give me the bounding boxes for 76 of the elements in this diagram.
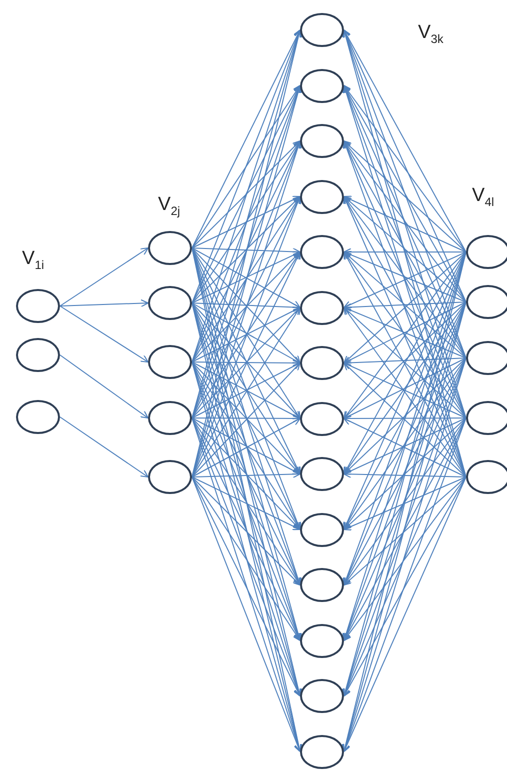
arrow [192,84,301,304]
neuron-circle [300,457,344,491]
arrow [192,140,301,304]
neuron-circle [300,402,344,436]
arrow [343,140,466,358]
neuron-circle [466,235,507,269]
arrow [192,470,301,478]
arrow [343,470,466,478]
arrow [343,476,466,530]
neuron-circle [148,231,192,265]
arrow [343,476,466,697]
layer-label: V$_{2j}$ [158,194,180,218]
neuron-circle [148,460,192,494]
arrow [192,476,302,752]
arrow [192,476,301,586]
neuron-circle [300,679,344,713]
arrow [192,196,301,304]
arrow [343,196,466,358]
arrow [60,416,149,478]
arrow [192,29,302,304]
neuron-circle [300,235,344,269]
neuron-circle [300,568,344,602]
arrow [192,84,301,248]
neuron-circle [148,345,192,379]
arrow [60,247,149,306]
neuron-circle [16,338,60,372]
neuron-circle [300,512,344,546]
arrow [192,140,301,248]
neuron-circle [300,346,344,380]
arrow [343,84,466,252]
neuron-circle [16,289,60,323]
arrow [192,476,301,530]
neuron-circle [300,68,344,102]
neuron-circle [300,13,344,47]
arrow [60,299,149,308]
arrow [343,418,466,530]
layer-label: V$_{3k}$ [418,22,444,46]
neuron-circle [300,290,344,324]
neuron-circle [466,341,507,375]
neuron-circle [16,400,60,434]
neuron-circle [466,401,507,435]
arrow [343,476,466,586]
arrow [192,414,301,422]
arrow [343,476,466,642]
arrow [192,418,301,586]
arrow [192,29,301,248]
neuron-circle [466,285,507,319]
neuron-circle [148,286,192,320]
arrow [343,140,466,252]
arrow [343,140,466,302]
neuron-circle [300,624,344,658]
arrow [343,196,466,302]
layer-label: V$_{1i}$ [22,248,44,272]
neuron-circle [148,401,192,435]
arrow [343,29,466,302]
arrow [192,418,301,530]
arrow [343,29,466,252]
layer-label: V$_{4l}$ [472,185,494,209]
arrow [343,196,466,252]
neuron-circle [300,734,344,768]
arrow [192,362,301,530]
arrow [343,302,466,364]
arrow [343,358,466,530]
neuron-circle [300,124,344,158]
arrow [343,84,466,302]
arrow [192,476,301,642]
arrow [192,476,301,697]
arrow [343,476,466,752]
arrow [343,418,466,586]
arrow [192,196,301,362]
arrow [342,418,466,752]
arrow [60,306,149,363]
neuron-circle [466,460,507,494]
arrow [192,196,301,248]
arrow [60,354,149,419]
neuron-circle [300,180,344,214]
